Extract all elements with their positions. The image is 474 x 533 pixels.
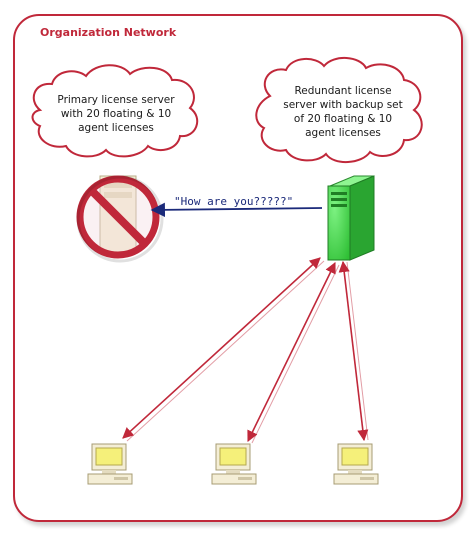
message-arrow bbox=[150, 202, 323, 218]
link-client-1-shadow bbox=[126, 260, 325, 442]
redundant-server-icon bbox=[327, 175, 375, 261]
link-client-2 bbox=[247, 261, 336, 443]
primary-server-cloud bbox=[31, 64, 199, 158]
client-computer-icon bbox=[211, 443, 257, 485]
redundant-cloud-text: Redundant license server with backup set… bbox=[283, 85, 403, 139]
link-client-2-shadow bbox=[251, 264, 340, 444]
client-computer-icon bbox=[333, 443, 379, 485]
client-computer-icon bbox=[87, 443, 133, 485]
diagram-title: Organization Network bbox=[40, 26, 177, 39]
message-label: "How are you?????" bbox=[174, 195, 294, 208]
primary-server-down-icon bbox=[76, 175, 164, 263]
primary-cloud-text: Primary license server with 20 floating … bbox=[57, 94, 175, 134]
redundant-server-cloud bbox=[255, 57, 423, 163]
link-client-1 bbox=[122, 257, 321, 439]
link-client-3-shadow bbox=[346, 261, 369, 441]
link-client-3 bbox=[338, 260, 369, 442]
client-links bbox=[122, 257, 369, 444]
